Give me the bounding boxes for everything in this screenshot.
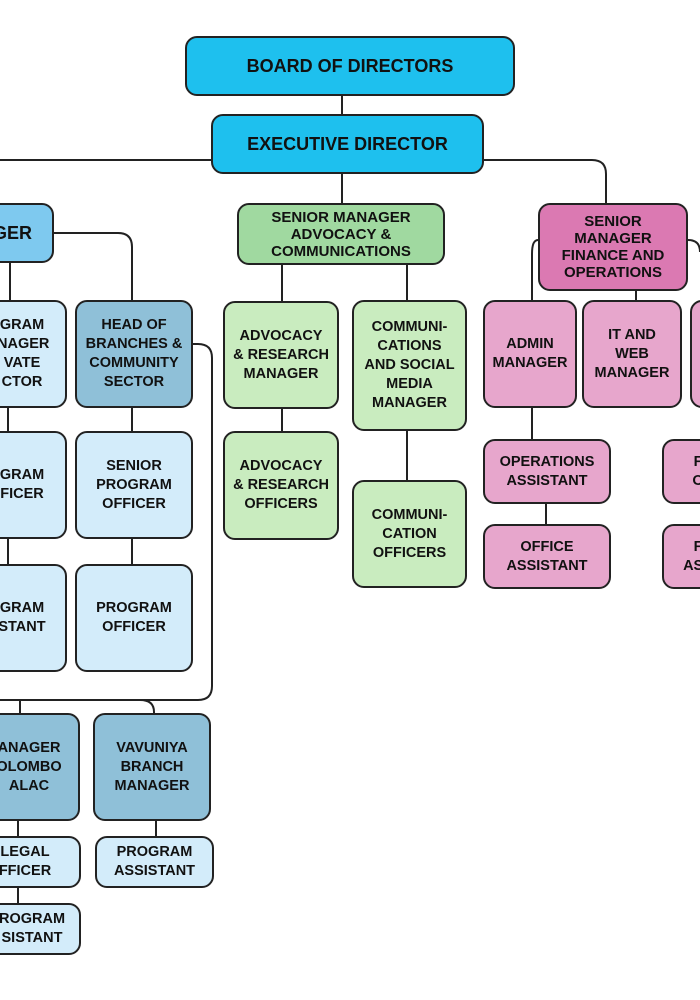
- senior-manager-advocacy-label: SENIOR MANAGER ADVOCACY & COMMUNICATIONS: [271, 208, 411, 260]
- program-officer-mid-label: PROGRAM OFFICER: [96, 600, 172, 635]
- it-web-manager-label: IT AND WEB MANAGER: [594, 326, 670, 381]
- vavuniya-branch-manager-box: VAVUNIYA BRANCH MANAGER: [93, 713, 211, 821]
- right-edge-manager-box: M: [690, 300, 700, 408]
- advocacy-research-manager-box: ADVOCACY & RESEARCH MANAGER: [223, 301, 339, 409]
- program-assistant-bottom-box: ROGRAM SISTANT: [0, 903, 81, 955]
- right-edge-fo-box: F O: [662, 439, 700, 504]
- manager-colombo-box: ANAGER OLOMBO ALAC: [0, 713, 80, 821]
- head-of-branches-box: HEAD OF BRANCHES & COMMUNITY SECTOR: [75, 300, 193, 408]
- senior-manager-advocacy-box: SENIOR MANAGER ADVOCACY & COMMUNICATIONS: [237, 203, 445, 265]
- program-manager-private-label: GRAM NAGER VATE CTOR: [0, 317, 50, 390]
- office-assistant-label: OFFICE ASSISTANT: [506, 538, 588, 574]
- program-officer-mid-box: PROGRAM OFFICER: [75, 564, 193, 672]
- program-assistant-vavuniya-box: PROGRAM ASSISTANT: [95, 836, 214, 888]
- it-web-manager-box: IT AND WEB MANAGER: [582, 300, 682, 408]
- executive-director-box: EXECUTIVE DIRECTOR: [211, 114, 484, 174]
- manager-left-label: GER: [0, 222, 32, 243]
- communications-social-media-manager-label: COMMUNI- CATIONS AND SOCIAL MEDIA MANAGE…: [364, 319, 455, 411]
- head-of-branches-label: HEAD OF BRANCHES & COMMUNITY SECTOR: [85, 317, 183, 390]
- admin-manager-box: ADMIN MANAGER: [483, 300, 577, 408]
- program-assistant-left-label: GRAM STANT: [0, 600, 46, 635]
- right-edge-fa-box: F ASS: [662, 524, 700, 589]
- advocacy-research-officers-label: ADVOCACY & RESEARCH OFFICERS: [233, 458, 329, 512]
- manager-left-box: GER: [0, 203, 54, 263]
- vavuniya-branch-manager-label: VAVUNIYA BRANCH MANAGER: [114, 739, 190, 794]
- senior-program-officer-label: SENIOR PROGRAM OFFICER: [96, 457, 172, 512]
- office-assistant-box: OFFICE ASSISTANT: [483, 524, 611, 589]
- senior-manager-finance-box: SENIOR MANAGER FINANCE AND OPERATIONS: [538, 203, 688, 291]
- communication-officers-label: COMMUNI- CATION OFFICERS: [371, 506, 448, 561]
- admin-manager-label: ADMIN MANAGER: [492, 336, 568, 371]
- program-officer-left-label: GRAM FICER: [0, 467, 45, 502]
- operations-assistant-box: OPERATIONS ASSISTANT: [483, 439, 611, 504]
- program-assistant-vavuniya-label: PROGRAM ASSISTANT: [113, 844, 196, 879]
- advocacy-research-manager-label: ADVOCACY & RESEARCH MANAGER: [233, 327, 329, 382]
- right-edge-fa-label: F ASS: [683, 538, 700, 574]
- operations-assistant-label: OPERATIONS ASSISTANT: [499, 453, 595, 489]
- program-manager-private-box: GRAM NAGER VATE CTOR: [0, 300, 67, 408]
- executive-director-label: EXECUTIVE DIRECTOR: [247, 133, 448, 154]
- communication-officers-box: COMMUNI- CATION OFFICERS: [352, 480, 467, 588]
- manager-colombo-label: ANAGER OLOMBO ALAC: [0, 739, 62, 794]
- senior-program-officer-box: SENIOR PROGRAM OFFICER: [75, 431, 193, 539]
- board-of-directors-label: BOARD OF DIRECTORS: [246, 55, 454, 76]
- communications-social-media-manager-box: COMMUNI- CATIONS AND SOCIAL MEDIA MANAGE…: [352, 300, 467, 431]
- program-assistant-left-box: GRAM STANT: [0, 564, 67, 672]
- program-assistant-bottom-label: ROGRAM SISTANT: [0, 911, 66, 946]
- advocacy-research-officers-box: ADVOCACY & RESEARCH OFFICERS: [223, 431, 339, 540]
- right-edge-fo-label: F O: [692, 453, 700, 489]
- program-officer-left-box: GRAM FICER: [0, 431, 67, 539]
- senior-manager-finance-label: SENIOR MANAGER FINANCE AND OPERATIONS: [561, 213, 665, 281]
- legal-officer-box: LEGAL FFICER: [0, 836, 81, 888]
- board-of-directors-box: BOARD OF DIRECTORS: [185, 36, 515, 96]
- legal-officer-label: LEGAL FFICER: [0, 844, 52, 879]
